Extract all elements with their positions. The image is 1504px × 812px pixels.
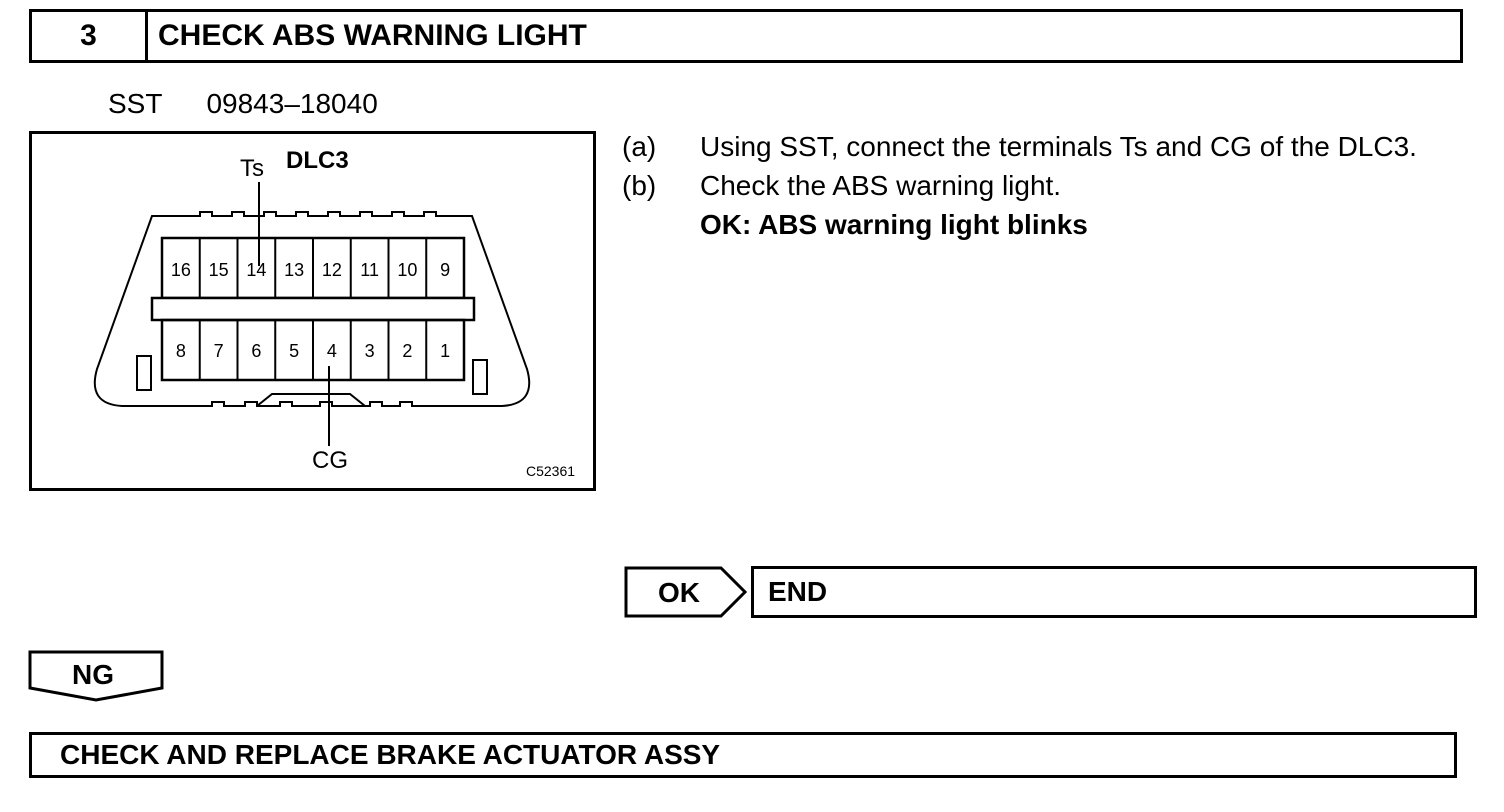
label-dlc3: DLC3 — [286, 147, 349, 174]
top-row-pin-14: 14 — [246, 260, 266, 280]
step-header: 3 CHECK ABS WARNING LIGHT — [29, 9, 1463, 63]
sst-label: SST — [108, 88, 163, 119]
instruction-a-marker: (a) — [622, 130, 657, 162]
ok-arrow: OK — [624, 566, 748, 618]
top-row-pin-16: 16 — [171, 260, 191, 280]
label-ts: Ts — [240, 155, 264, 182]
instruction-b-marker: (b) — [622, 169, 657, 201]
bottom-row-pin-6: 6 — [251, 341, 261, 361]
instruction-a: (a) Using SST, connect the terminals Ts … — [622, 127, 1482, 166]
dlc3-connector-diagram: 16 15 14 13 12 11 10 9 8 7 6 5 4 3 2 1 Ts DLC3 CG C523… — [93, 147, 575, 479]
left-latch — [136, 355, 152, 391]
top-row-pin-15: 15 — [209, 260, 229, 280]
bottom-row-pin-4: 4 — [327, 341, 337, 361]
ng-label: NG — [72, 659, 114, 690]
figure-code: C52361 — [526, 463, 575, 479]
sst-line: SST 09843–18040 — [108, 88, 378, 120]
bottom-row-pins: 8 7 6 5 4 3 2 1 — [176, 341, 450, 361]
label-cg: CG — [312, 447, 348, 474]
step-number: 3 — [32, 12, 148, 60]
top-row-pin-9: 9 — [440, 260, 450, 280]
pin-block-divider — [150, 296, 476, 322]
bottom-row-pin-5: 5 — [289, 341, 299, 361]
instruction-a-text: Using SST, connect the terminals Ts and … — [700, 130, 1417, 162]
top-row-pin-11: 11 — [360, 260, 379, 280]
instruction-b-text: Check the ABS warning light. — [700, 169, 1062, 201]
ok-arrow-shape — [624, 566, 748, 618]
ng-arrow-shape — [28, 650, 164, 702]
top-row-pin-10: 10 — [397, 260, 417, 280]
bottom-row-pin-7: 7 — [214, 341, 224, 361]
connector-key — [256, 393, 366, 407]
right-latch — [472, 359, 488, 395]
ok-label: OK — [658, 577, 700, 608]
bottom-row-pin-3: 3 — [365, 341, 375, 361]
instructions: (a) Using SST, connect the terminals Ts … — [622, 127, 1482, 244]
top-row-pin-12: 12 — [322, 260, 342, 280]
step-title: CHECK ABS WARNING LIGHT — [158, 19, 587, 52]
top-row-pins: 16 15 14 13 12 11 10 9 — [171, 260, 450, 280]
bottom-row-pin-1: 1 — [440, 341, 450, 361]
connector-shell — [93, 211, 531, 407]
bottom-row-pin-2: 2 — [402, 341, 412, 361]
ng-arrow: NG — [28, 650, 164, 702]
ok-condition: OK: ABS warning light blinks — [700, 208, 1088, 240]
dlc3-connector-figure: 16 15 14 13 12 11 10 9 8 7 6 5 4 3 2 1 Ts DLC3 CG C523… — [29, 131, 596, 491]
pin-cell-dividers — [198, 238, 428, 380]
sst-part-number: 09843–18040 — [206, 88, 378, 119]
bottom-row-pin-8: 8 — [176, 341, 186, 361]
replace-actuator-box: CHECK AND REPLACE BRAKE ACTUATOR ASSY — [29, 732, 1457, 778]
end-box: END — [751, 566, 1477, 618]
top-row-pin-13: 13 — [284, 260, 304, 280]
instruction-b: (b) Check the ABS warning light. — [622, 166, 1482, 205]
